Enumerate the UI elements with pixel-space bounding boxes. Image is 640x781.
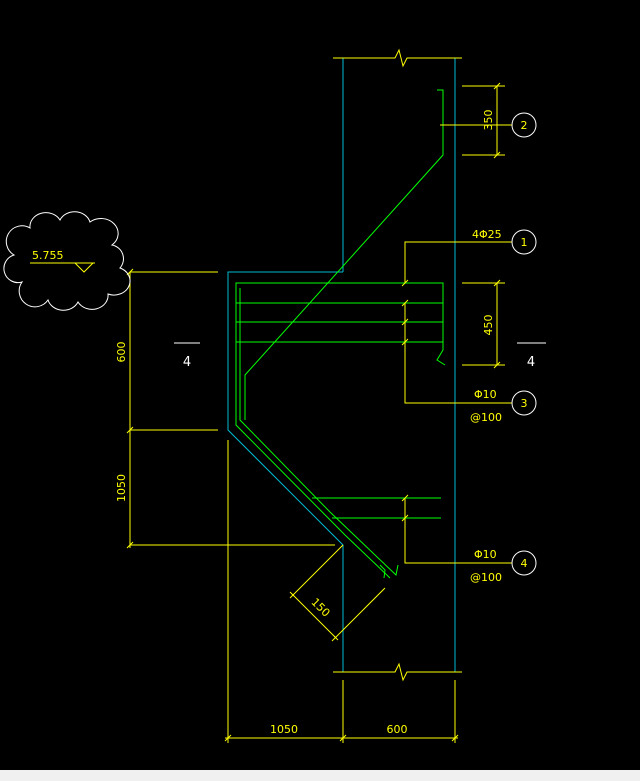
dim-350-tick-2 — [493, 151, 501, 159]
dim-350-text: 350 — [482, 110, 495, 131]
dimension-lines — [126, 82, 505, 743]
dim-1050-left-text: 1050 — [115, 474, 128, 502]
bubble-1-spec: 4Φ25 — [472, 228, 502, 241]
rebar-inner-outline — [239, 288, 399, 576]
bubble-2-circle — [511, 112, 537, 138]
dim-150-text: 150 — [308, 596, 332, 620]
bubble-4-spacing: @100 — [470, 571, 502, 584]
bubble-4-circle — [511, 550, 537, 576]
dim-600-left-text: 600 — [115, 342, 128, 363]
corbel-outline — [227, 271, 344, 672]
cloud-outline — [3, 211, 131, 311]
leader-1 — [404, 241, 512, 283]
bubble-1-number: 1 — [521, 236, 528, 249]
dim-bottom-tick-1 — [224, 734, 232, 742]
break-mark-top — [333, 48, 462, 68]
leader-3 — [404, 303, 512, 404]
callout-leaders — [401, 124, 512, 564]
dim-450-text: 450 — [482, 315, 495, 336]
concrete-outline — [227, 58, 456, 672]
bubble-3-number: 3 — [521, 397, 528, 410]
section-mark-right-number: 4 — [527, 355, 535, 370]
bubble-3-spec: Φ10 — [474, 388, 497, 401]
bubble-2-number: 2 — [521, 119, 528, 132]
status-strip — [0, 770, 640, 781]
leader-3-tick-1 — [401, 299, 409, 307]
dim-350-tick-1 — [493, 82, 501, 90]
dim-600-bottom-text: 600 — [387, 723, 408, 736]
dim-450-tick-1 — [493, 279, 501, 287]
elevation-cloud: 5.755 — [3, 211, 131, 311]
bubble-4-number: 4 — [521, 557, 528, 570]
leader-3-tick-3 — [401, 338, 409, 346]
callout-bubble-3: 3 Φ10 @100 — [470, 388, 537, 424]
rebar-2-bent-bar — [244, 89, 444, 420]
bubble-3-circle — [511, 390, 537, 416]
leader-3-tick-2 — [401, 318, 409, 326]
dim-bottom-tick-2 — [339, 734, 347, 742]
dim-150-line — [291, 593, 337, 639]
dim-left-tick-3 — [126, 541, 134, 549]
callout-bubble-1: 1 4Φ25 — [472, 228, 537, 255]
callout-bubble-2: 2 — [511, 112, 537, 138]
break-mark-bottom — [333, 662, 462, 682]
section-mark-left-number: 4 — [183, 355, 191, 370]
leader-4-tick-1 — [401, 494, 409, 502]
rebar-4-lower-hook — [379, 564, 386, 579]
leader-1-tick-1 — [401, 279, 409, 287]
rebar-group — [235, 89, 446, 579]
elevation-triangle — [74, 262, 94, 273]
dim-150-ext-1 — [289, 544, 344, 599]
bubble-1-circle — [511, 229, 537, 255]
dim-450-tick-2 — [493, 361, 501, 369]
dim-left-tick-2 — [126, 426, 134, 434]
dim-150-tick-1 — [289, 591, 295, 597]
dim-150-ext-2 — [331, 587, 386, 642]
dim-bottom-tick-3 — [451, 734, 459, 742]
bubble-4-spec: Φ10 — [474, 548, 497, 561]
section-mark-right: 4 — [517, 342, 546, 370]
elevation-value: 5.755 — [32, 249, 64, 262]
break-marks — [333, 48, 462, 682]
rebar-1-top-loop — [235, 282, 446, 579]
callout-bubble-4: 4 Φ10 @100 — [470, 548, 537, 584]
bubble-3-spacing: @100 — [470, 411, 502, 424]
leader-4-tick-2 — [401, 514, 409, 522]
section-mark-left: 4 — [174, 342, 200, 370]
dim-150-tick-2 — [333, 635, 339, 641]
dim-1050-bottom-text: 1050 — [270, 723, 298, 736]
leader-4 — [404, 498, 512, 564]
